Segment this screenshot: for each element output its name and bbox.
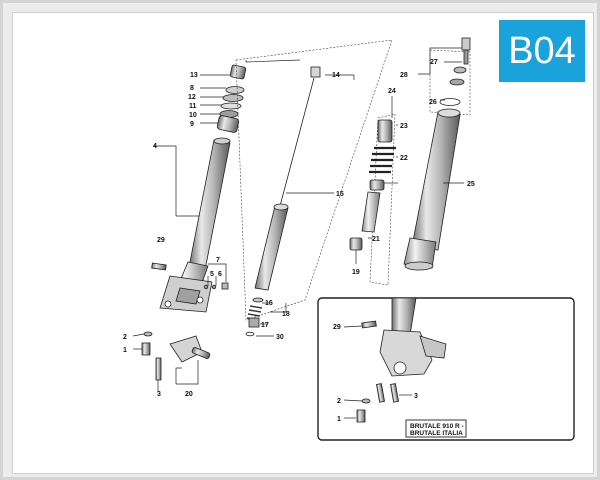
callout-29: 29 [157,237,165,244]
callout-5: 5 [210,271,214,278]
inset-frame [317,297,575,441]
axle-clamp-parts [132,331,211,392]
section-badge: B04 [499,20,585,82]
callout-13: 13 [190,72,198,79]
callout-14: 14 [332,72,340,79]
callout-16: 16 [265,300,273,307]
spring-group [349,96,398,286]
callout-8: 8 [190,85,194,92]
callout-25: 25 [467,181,475,188]
callout-18: 18 [282,311,290,318]
callout-9: 9 [190,121,194,128]
callout-24: 24 [388,88,396,95]
detail-inset [317,297,575,441]
outer-tube-assembly [403,37,471,271]
callout-12: 12 [188,94,196,101]
callout-22: 22 [400,155,408,162]
callout-19: 19 [352,269,360,276]
callout-28: 28 [400,72,408,79]
callout-3: 3 [157,391,161,398]
callout-15: 15 [336,191,344,198]
cartridge-assembly [235,39,393,337]
top-cap-stack [216,64,247,133]
callout-30: 30 [276,334,284,341]
bleed-screw-parts [203,263,229,290]
callout-23: 23 [400,123,408,130]
callout-21: 21 [372,236,380,243]
fork-leg-assembly [154,59,301,313]
inset-callout-1: 1 [337,416,341,423]
callout-10: 10 [189,112,197,119]
model-caption-line2: BRUTALE ITALIA [410,430,463,437]
model-caption-box [405,419,467,438]
callout-4: 4 [153,143,157,150]
callout-1: 1 [123,347,127,354]
dowel-pin [151,262,167,271]
inset-callout-3: 3 [414,393,418,400]
model-caption-line1: BRUTALE 910 R - [410,423,464,430]
callout-7: 7 [216,257,220,264]
callout-26: 26 [429,99,437,106]
callout-6: 6 [218,271,222,278]
callout-2: 2 [123,334,127,341]
callout-17: 17 [261,322,269,329]
callout-11: 11 [189,103,197,110]
callout-27: 27 [430,59,438,66]
inset-callout-2: 2 [337,398,341,405]
valve-spring-stack [245,297,264,337]
callout-20: 20 [185,391,193,398]
callout-labels: 13 8 12 11 10 9 4 29 7 5 6 2 1 3 20 14 1… [123,59,475,437]
inset-callout-29: 29 [333,324,341,331]
